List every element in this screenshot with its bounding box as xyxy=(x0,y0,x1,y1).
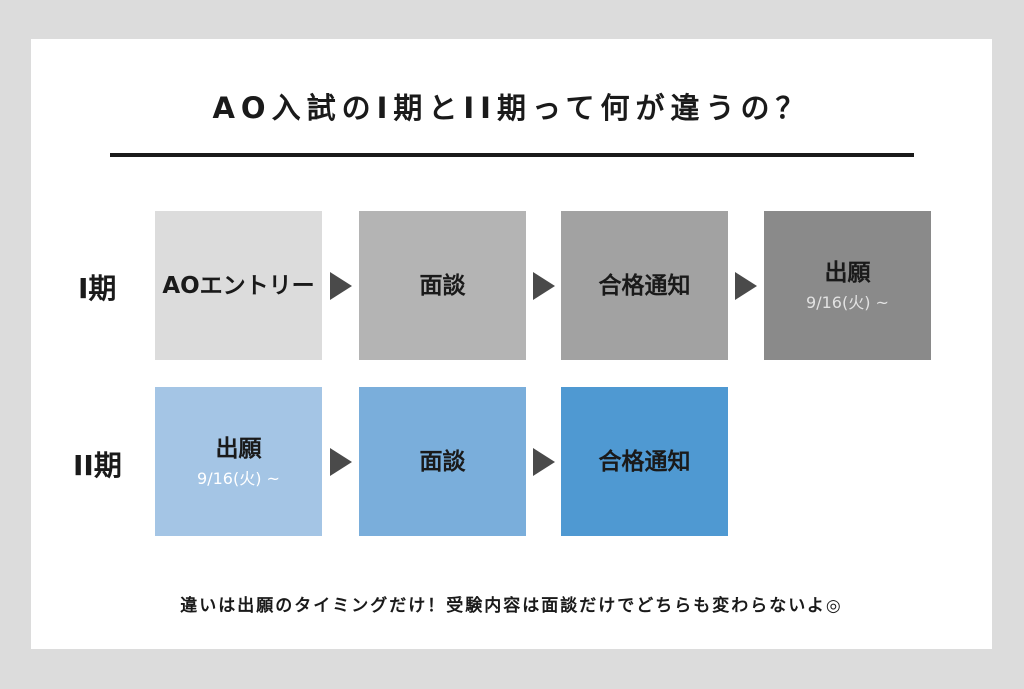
arrow-right-icon xyxy=(533,448,555,476)
footer-note: 違いは出願のタイミングだけ！受験内容は面談だけでどちらも変わらないよ◎ xyxy=(180,596,843,616)
step-box-phase-1-entry: AOエントリー xyxy=(155,211,322,360)
row-label-phase-1: I期 xyxy=(78,272,117,305)
step-box-phase-2-application: 出願 9/16(火) ~ xyxy=(155,387,322,536)
row-label-phase-2: II期 xyxy=(73,449,122,482)
step-label: AOエントリー xyxy=(162,272,315,299)
step-box-phase-1-application: 出願 9/16(火) ~ xyxy=(764,211,931,360)
step-label: 合格通知 xyxy=(598,272,691,299)
arrow-right-icon xyxy=(735,272,757,300)
arrow-right-icon xyxy=(330,272,352,300)
step-box-phase-2-interview: 面談 xyxy=(359,387,526,536)
step-label: 面談 xyxy=(419,272,466,299)
step-box-phase-1-acceptance: 合格通知 xyxy=(561,211,728,360)
step-box-phase-2-acceptance: 合格通知 xyxy=(561,387,728,536)
step-label: 合格通知 xyxy=(598,448,691,475)
arrow-right-icon xyxy=(533,272,555,300)
arrow-right-icon xyxy=(330,448,352,476)
step-date: 9/16(火) ~ xyxy=(197,468,280,488)
step-date: 9/16(火) ~ xyxy=(806,292,889,312)
step-box-phase-1-interview: 面談 xyxy=(359,211,526,360)
diagram-card: AO入試のI期とII期って何が違うの？ I期 AOエントリー 面談 合格通知 出… xyxy=(31,39,992,649)
title-underline xyxy=(110,153,914,157)
step-label: 出願 xyxy=(824,259,871,286)
step-label: 面談 xyxy=(419,448,466,475)
step-label: 出願 xyxy=(215,435,262,462)
diagram-title: AO入試のI期とII期って何が違うの？ xyxy=(212,91,811,125)
